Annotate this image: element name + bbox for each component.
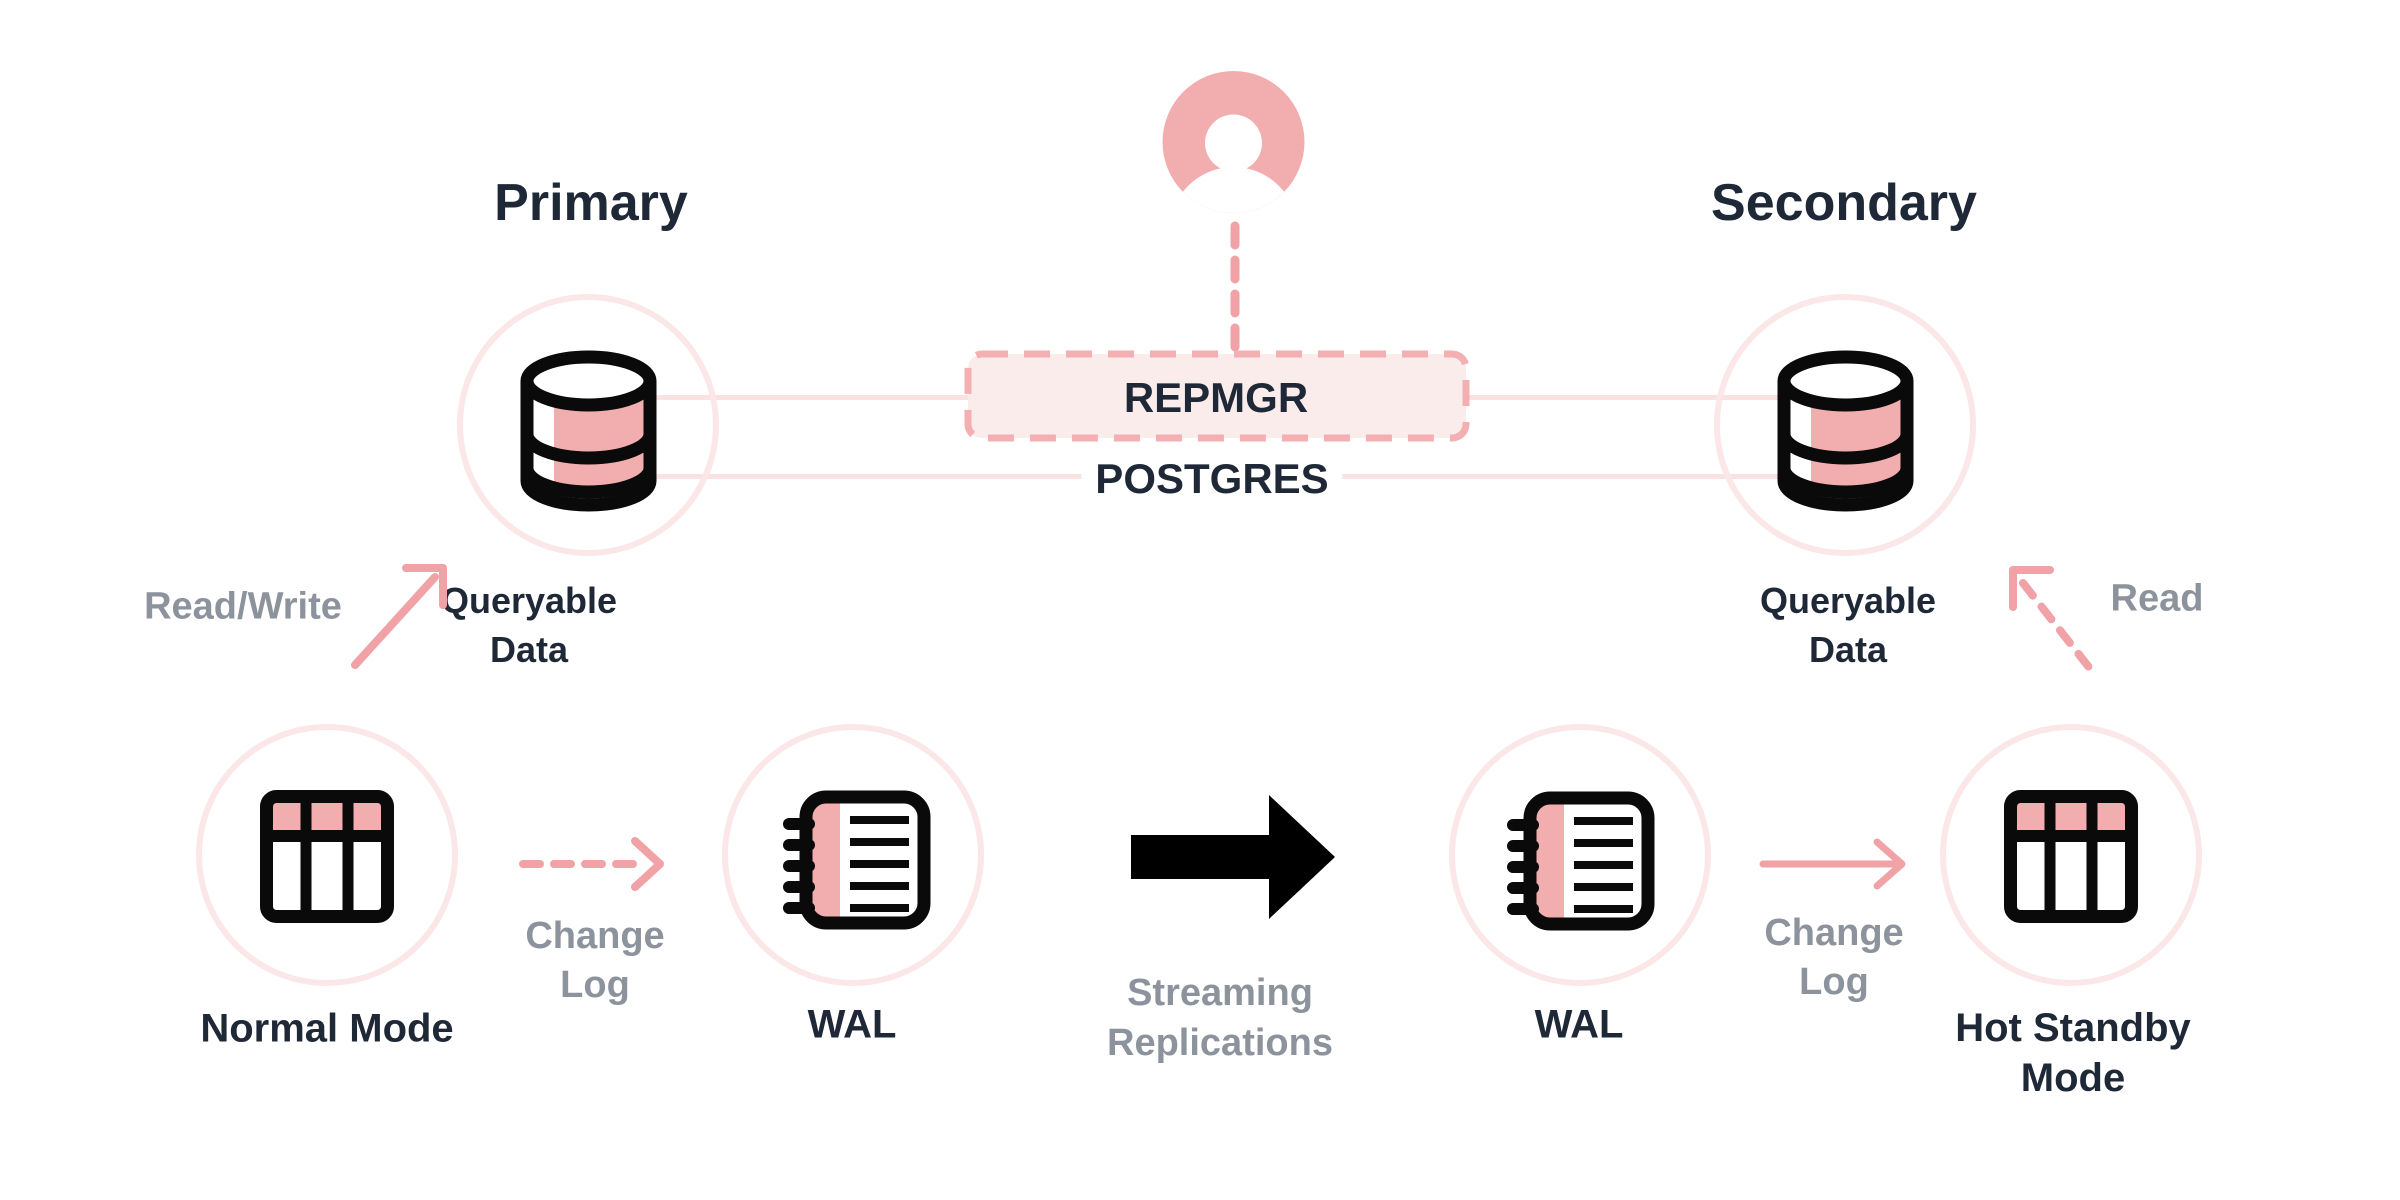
primary-change-log-label: Change Log xyxy=(525,915,665,1006)
hot-standby-circle xyxy=(1940,724,2202,986)
read-arrow xyxy=(2009,566,2099,679)
change-log-arrow-solid xyxy=(1759,838,1906,890)
normal-mode-label: Normal Mode xyxy=(200,1006,454,1051)
database-icon xyxy=(1777,350,1914,512)
read-write-arrow xyxy=(351,564,447,669)
hot-standby-label: Hot Standby Mode xyxy=(1955,1006,2191,1100)
primary-wal-circle xyxy=(722,724,984,986)
repmgr-label: REPMGR xyxy=(1123,374,1309,421)
normal-mode-circle xyxy=(196,724,458,986)
repmgr-box xyxy=(964,350,1470,442)
secondary-wal-circle xyxy=(1449,724,1711,986)
postgres-label: POSTGRES xyxy=(1081,455,1343,503)
primary-heading: Primary xyxy=(494,174,688,232)
streaming-replications-label: Streaming Replications xyxy=(1107,972,1333,1064)
user-repmgr-dashed-line xyxy=(1230,221,1240,361)
secondary-change-log-label: Change Log xyxy=(1764,912,1904,1003)
primary-wal-label: WAL xyxy=(807,1002,897,1047)
streaming-arrow-icon xyxy=(1131,795,1335,919)
secondary-wal-label: WAL xyxy=(1534,1002,1624,1047)
table-icon xyxy=(2004,790,2138,923)
primary-db-circle xyxy=(457,294,719,556)
notebook-icon xyxy=(783,790,931,930)
notebook-icon xyxy=(1507,791,1655,931)
table-icon xyxy=(260,790,394,923)
database-icon xyxy=(520,350,657,512)
read-label: Read xyxy=(2110,577,2204,620)
secondary-db-circle xyxy=(1714,294,1976,556)
secondary-heading: Secondary xyxy=(1711,174,1977,232)
user-icon xyxy=(1162,71,1305,213)
secondary-queryable-label: Queryable Data xyxy=(1759,580,1937,670)
read-write-label: Read/Write xyxy=(144,585,342,628)
primary-queryable-label: Queryable Data xyxy=(440,580,618,670)
change-log-arrow-dashed xyxy=(519,837,664,891)
